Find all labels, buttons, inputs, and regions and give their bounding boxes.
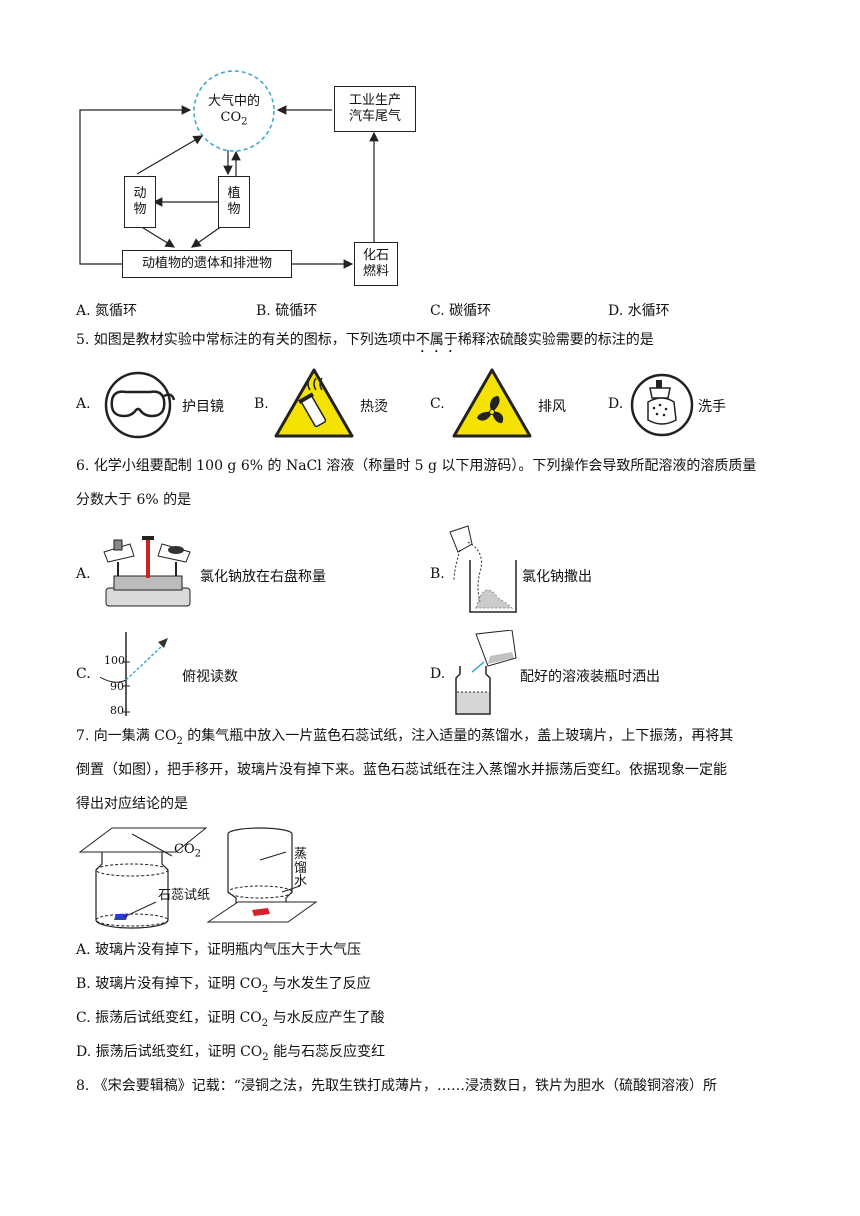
q4-option-c[interactable]: C. 碳循环 [430, 303, 492, 319]
q5-option-a-letter[interactable]: A. [76, 396, 91, 412]
q4-option-a[interactable]: A. 氮循环 [76, 303, 138, 319]
q7-option-a[interactable]: A. 玻璃片没有掉下，证明瓶内气压大于大气压 [76, 942, 362, 958]
fossil-fuel-node: 化石 燃料 [354, 242, 398, 286]
goggles-icon [104, 371, 176, 439]
cylinder-tick-90: 90 [110, 680, 124, 693]
q5-option-d-label: 洗手 [698, 399, 726, 415]
graduated-cylinder-icon [100, 632, 168, 716]
q7-option-b[interactable]: B. 玻璃片没有掉下，证明 CO2 与水发生了反应 [76, 976, 371, 995]
cylinder-tick-80: 80 [110, 704, 124, 717]
q5-stem: 5. 如图是教材实验中常标注的有关的图标，下列选项中不属于稀释浓硫酸实验需要的标… [76, 332, 654, 348]
remains-node: 动植物的遗体和排泄物 [122, 250, 292, 278]
q5-option-b-letter[interactable]: B. [254, 396, 269, 412]
q8-stem: 8. 《宋会要辑稿》记载：“浸铜之法，先取生铁打成薄片，……浸渍数日，铁片为胆水… [76, 1078, 717, 1094]
gas-jar-drawing [78, 827, 318, 929]
balance-scale-icon [103, 536, 191, 607]
q5-option-c-letter[interactable]: C. [430, 396, 445, 412]
q6-option-d-text: 配好的溶液装瓶时洒出 [520, 669, 660, 685]
q7-stem-line1: 7. 向一集满 CO2 的集气瓶中放入一片蓝色石蕊试纸，注入适量的蒸馏水，盖上玻… [76, 728, 734, 747]
q6-option-c-text: 俯视读数 [182, 669, 238, 685]
diagram-arrows [79, 70, 379, 269]
hand-washing-icon [630, 373, 694, 437]
q4-option-b[interactable]: B. 硫循环 [256, 303, 318, 319]
q6-option-a-letter[interactable]: A. [76, 566, 91, 582]
q5-option-d-letter[interactable]: D. [608, 396, 624, 412]
q5-option-a-label: 护目镜 [182, 399, 224, 415]
q6-option-a-text: 氯化钠放在右盘称量 [200, 569, 326, 585]
cylinder-tick-100: 100 [104, 654, 125, 667]
co2-circle [193, 70, 275, 152]
pouring-solution-icon [455, 630, 517, 715]
co2-node-label: 大气中的 CO2 [207, 94, 260, 128]
carbon-cycle-diagram: 大气中的 CO2 工业生产 汽车尾气 动 物 植 物 动植物的遗体和排泄物 化石… [70, 60, 430, 286]
q6-option-b-letter[interactable]: B. [430, 566, 445, 582]
q7-option-c[interactable]: C. 振荡后试纸变红，证明 CO2 与水反应产生了酸 [76, 1010, 385, 1029]
q6-stem-line1: 6. 化学小组要配制 100 g 6% 的 NaCl 溶液（称量时 5 g 以下… [76, 458, 757, 474]
plants-node: 植 物 [218, 176, 250, 228]
co2-label: CO2 [174, 842, 201, 860]
q5-option-b-label: 热烫 [360, 399, 388, 415]
q5-option-c-label: 排风 [538, 399, 566, 415]
gas-jar-figure: CO2 石蕊试纸 蒸 馏 水 [76, 820, 336, 930]
q6-option-b-text: 氯化钠撒出 [522, 569, 592, 585]
hot-surface-warning-icon [274, 368, 354, 438]
animals-node: 动 物 [124, 176, 156, 228]
q7-option-d[interactable]: D. 振荡后试纸变红，证明 CO2 能与石蕊反应变红 [76, 1044, 386, 1063]
q7-stem-line3: 得出对应结论的是 [76, 796, 188, 812]
q6-stem-line2: 分数大于 6% 的是 [76, 492, 192, 508]
q6-option-c-letter[interactable]: C. [76, 666, 91, 682]
q4-option-d[interactable]: D. 水循环 [608, 303, 670, 319]
ventilation-fan-warning-icon [452, 368, 532, 438]
distilled-water-label: 蒸 馏 水 [294, 847, 308, 890]
litmus-paper-label: 石蕊试纸 [158, 888, 211, 903]
q6-option-d-letter[interactable]: D. [430, 666, 446, 682]
industry-node: 工业生产 汽车尾气 [334, 86, 416, 132]
beaker-spill-icon [449, 525, 517, 613]
q7-stem-line2: 倒置（如图），把手移开，玻璃片没有掉下来。蓝色石蕊试纸在注入蒸馏水并振荡后变红。… [76, 762, 727, 778]
